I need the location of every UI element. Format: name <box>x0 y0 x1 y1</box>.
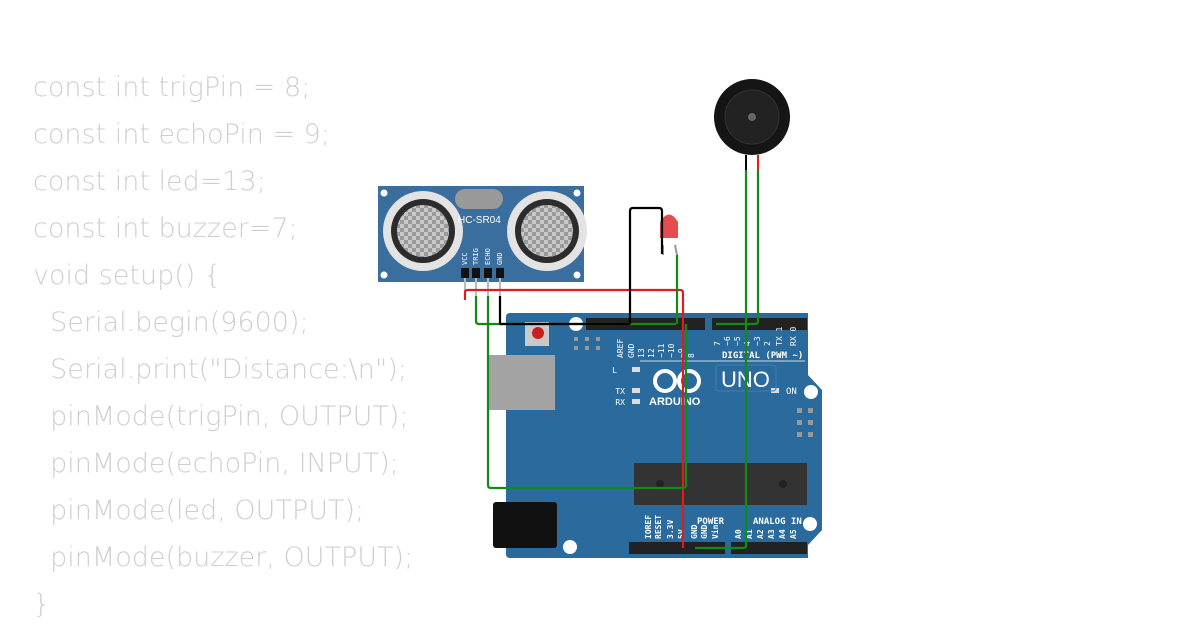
wire-echo[interactable] <box>486 296 688 490</box>
sensor-label: HC-SR04 <box>458 215 501 226</box>
pin-label: 8 <box>687 353 696 358</box>
pin-label: TX 1 <box>775 327 784 346</box>
pin-label: A5 <box>789 529 798 539</box>
code-line: Serial.begin(9600); <box>33 307 309 338</box>
power-jack <box>493 502 557 548</box>
pin-label: GND <box>627 343 636 358</box>
sensor-pin[interactable] <box>484 268 492 278</box>
on-label: ON <box>786 387 797 397</box>
pin-label: ~3 <box>753 336 762 346</box>
wire-trig[interactable] <box>474 296 676 326</box>
brand-label: ARDUINO <box>649 396 701 408</box>
code-snippet: const int trigPin = 8; const int echoPin … <box>33 64 413 628</box>
code-line: pinMode(echoPin, INPUT); <box>33 448 399 479</box>
buzzer[interactable] <box>714 79 790 170</box>
power-label: POWER <box>697 517 725 527</box>
digital-header-low <box>712 318 807 330</box>
code-line: } <box>33 589 51 620</box>
sensor-pin-label: GND <box>496 252 504 265</box>
code-line: pinMode(led, OUTPUT); <box>33 495 365 526</box>
pin-label: ~6 <box>723 336 732 346</box>
sensor-pin-label: ECHO <box>484 248 492 265</box>
sensor-pin[interactable] <box>496 268 504 278</box>
pin-label: GND <box>690 524 699 539</box>
code-line: const int buzzer=7; <box>33 213 298 244</box>
pin-label: GND <box>700 524 709 539</box>
wire-vcc-5v[interactable] <box>463 288 685 548</box>
pin-label: A3 <box>767 529 776 539</box>
pin-label: ~11 <box>657 343 666 358</box>
power-header <box>629 542 725 554</box>
led-rx-label: RX <box>615 398 625 407</box>
code-line: void setup() { <box>33 260 222 291</box>
pin-label: RX 0 <box>789 327 798 346</box>
pin-label: A1 <box>745 529 754 539</box>
sensor-pin[interactable] <box>472 268 480 278</box>
code-line: pinMode(trigPin, OUTPUT); <box>33 401 409 432</box>
pin-label: IOREF <box>644 515 653 539</box>
wire-buzzer-signal[interactable] <box>716 170 760 326</box>
pin-label: A0 <box>734 529 743 539</box>
pin-label: ~10 <box>667 343 676 358</box>
analog-header <box>731 542 807 554</box>
pin-label: 3.3V <box>666 520 675 539</box>
wire-led-gnd[interactable] <box>628 206 664 324</box>
pin-label: 12 <box>647 348 656 358</box>
pin-label: A2 <box>756 529 765 539</box>
analog-label: ANALOG IN <box>753 517 802 527</box>
arduino-uno-board[interactable]: DIGITAL (PWM ~) L TX RX ON UNO ARDUINO P… <box>488 313 822 558</box>
pin-label: AREF <box>616 339 625 358</box>
sensor-pin[interactable] <box>461 268 469 278</box>
led-l-label: L <box>612 366 617 375</box>
pin-label: ~5 <box>733 336 742 346</box>
arduino-logo-icon <box>653 369 701 393</box>
pin-label: A4 <box>778 529 787 539</box>
sensor-pin-label: VCC <box>461 252 469 265</box>
pin-label: ~9 <box>677 348 686 358</box>
led-tx-label: TX <box>615 387 625 396</box>
pin-label: RESET <box>654 515 663 539</box>
pin-label: 7 <box>713 341 722 346</box>
pin-label: 4 <box>743 341 752 346</box>
digital-label: DIGITAL (PWM ~) <box>722 351 803 361</box>
code-line: const int trigPin = 8; <box>33 72 311 103</box>
wire-gnd-sensor[interactable] <box>498 296 630 326</box>
code-line: pinMode(buzzer, OUTPUT); <box>33 542 414 573</box>
pin-label: 5V <box>677 529 686 539</box>
usb-connector <box>488 355 555 410</box>
pin-label: Vin <box>710 524 720 539</box>
code-line: const int echoPin = 9; <box>33 119 330 150</box>
sensor-pin-label: TRIG <box>472 248 480 265</box>
crystal <box>455 189 503 209</box>
code-line: Serial.print("Distance:\n"); <box>33 354 407 385</box>
pin-label: 2 <box>763 341 772 346</box>
wire-buzzer-gnd[interactable] <box>695 170 748 550</box>
code-line: const int led=13; <box>33 166 266 197</box>
pin-label: 13 <box>637 348 646 358</box>
